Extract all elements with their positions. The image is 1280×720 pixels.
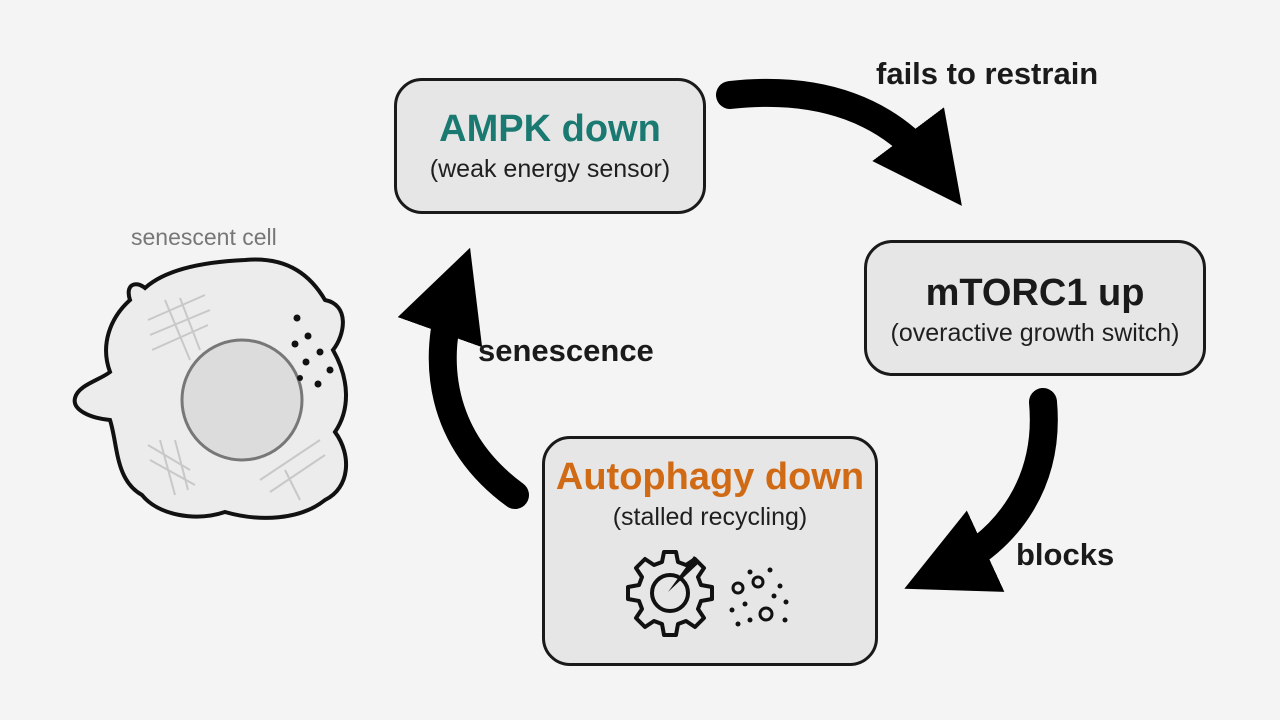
edge-label-fails-to-restrain: fails to restrain [876,56,1099,91]
autophagy-node: Autophagy down (stalled recycling) [542,436,878,666]
ampk-subtitle: (weak energy sensor) [429,154,671,183]
arrow-ampk-to-mtorc [716,78,962,206]
gear-icon [626,549,714,637]
cell-nucleus [180,338,304,462]
autophagy-title: Autophagy down [555,456,865,498]
cytoskeleton-lines [147,294,326,501]
mtorc-title: mTORC1 up [925,272,1145,314]
cell-caption: senescent cell [131,224,277,250]
ampk-title: AMPK down [439,108,661,150]
cell-granules [291,314,334,388]
edge-label-blocks: blocks [1016,537,1115,572]
arrow-autophagy-to-ampk [397,247,529,509]
edge-label-senescence: senescence [478,333,654,368]
arrow-mtorc-to-autophagy [904,388,1058,592]
mtorc-subtitle: (overactive growth switch) [890,318,1180,347]
mtorc-node: mTORC1 up (overactive growth switch) [864,240,1206,376]
autophagy-subtitle: (stalled recycling) [612,502,808,531]
autophagy-icons [626,549,789,637]
ampk-node: AMPK down (weak energy sensor) [394,78,706,214]
debris-dots-icon [729,567,789,627]
